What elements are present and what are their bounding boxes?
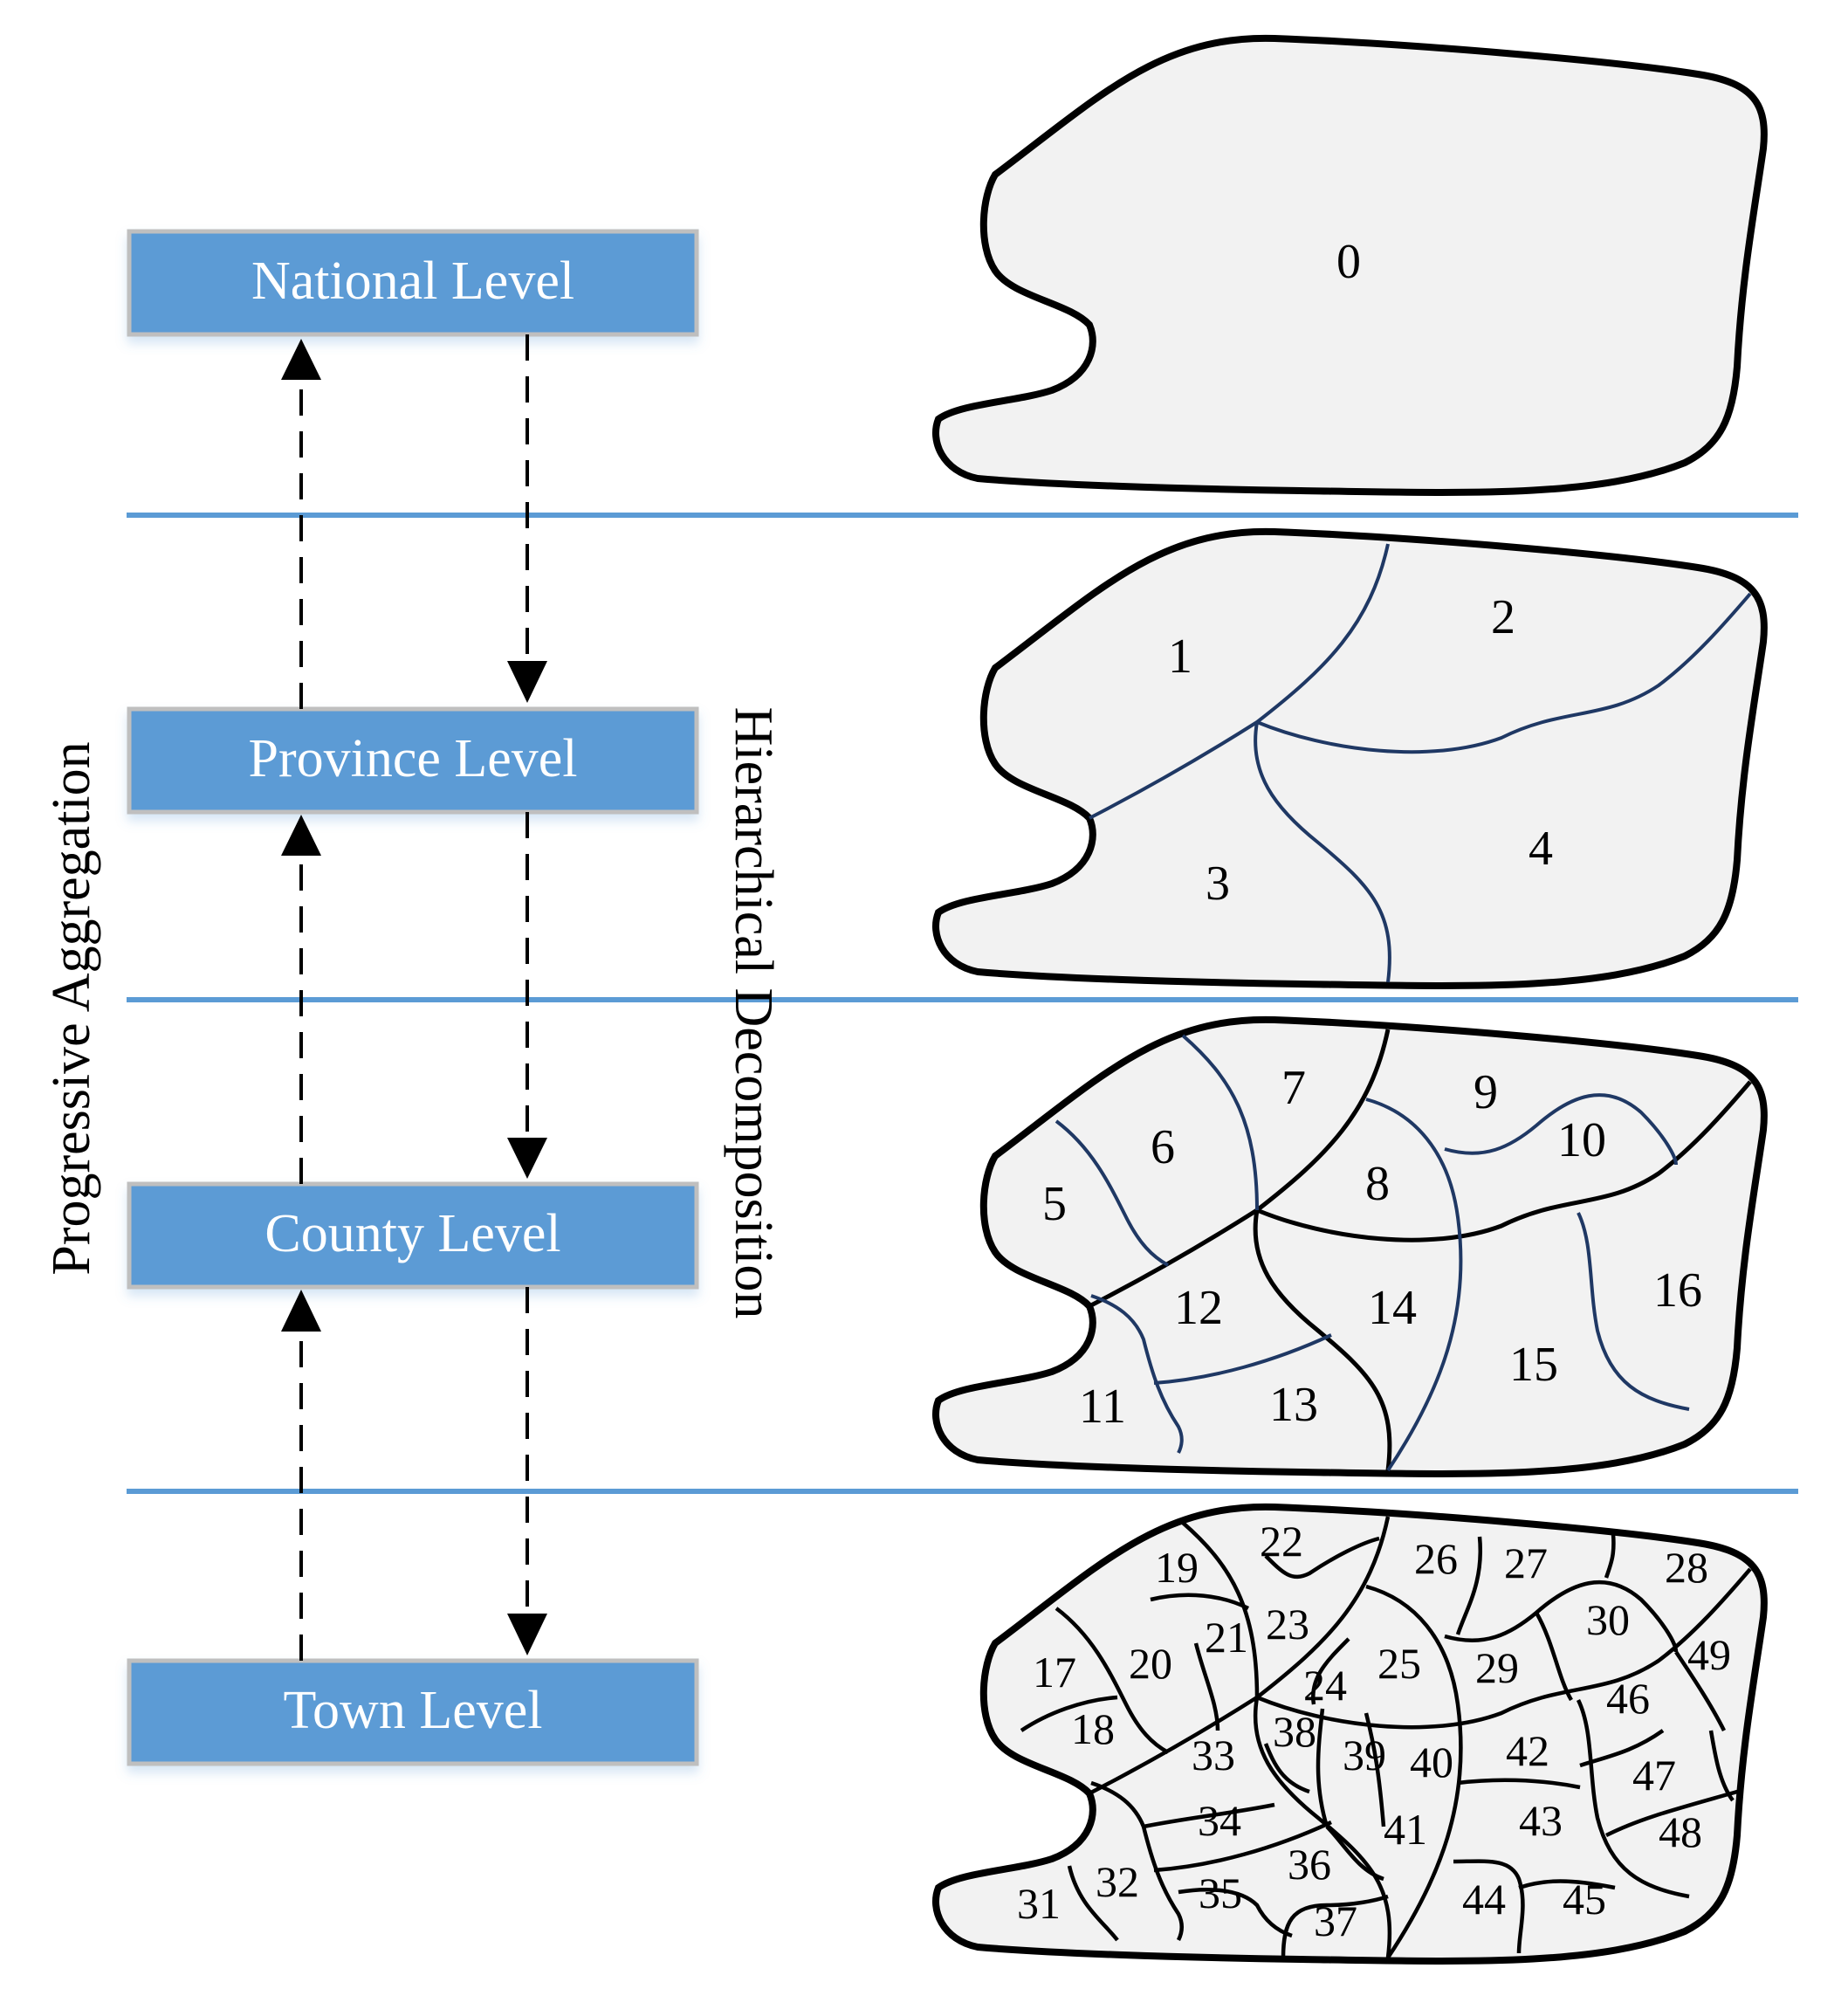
region-label: 1 <box>1168 630 1192 684</box>
region-label: 24 <box>1303 1661 1347 1710</box>
region-label: 6 <box>1151 1120 1175 1174</box>
county-map: 5 6 7 8 9 10 11 12 13 14 15 16 <box>936 1020 1764 1474</box>
region-label: 27 <box>1504 1538 1548 1587</box>
region-label: 40 <box>1410 1738 1453 1786</box>
region-label: 47 <box>1632 1751 1676 1800</box>
town-borders <box>1020 1516 1752 1959</box>
region-label: 48 <box>1659 1807 1702 1856</box>
region-label: 3 <box>1206 857 1230 911</box>
region-label: 38 <box>1273 1707 1316 1756</box>
level-box-county: County Level <box>127 1181 699 1290</box>
region-label: 42 <box>1506 1726 1549 1775</box>
level-label: Province Level <box>248 729 577 788</box>
region-label: 34 <box>1198 1796 1241 1845</box>
town-map: 19 22 17 20 21 23 18 24 25 26 27 28 29 3… <box>936 1507 1764 1961</box>
region-label: 21 <box>1205 1613 1248 1662</box>
down-arrowhead <box>507 661 547 703</box>
level-label: Town Level <box>284 1681 543 1740</box>
up-arrowhead <box>281 815 321 856</box>
region-label: 30 <box>1586 1595 1630 1644</box>
region-label: 16 <box>1653 1263 1702 1318</box>
down-arrowhead <box>507 1614 547 1655</box>
progressive-aggregation-label: Progressive Aggregation <box>42 741 101 1275</box>
hierarchical-decomposition-label: Hierarchical Decomposition <box>724 707 783 1319</box>
region-label: 7 <box>1281 1061 1306 1115</box>
region-label: 17 <box>1033 1648 1076 1696</box>
region-label: 11 <box>1079 1380 1126 1434</box>
region-label: 19 <box>1155 1543 1199 1592</box>
region-label: 26 <box>1414 1534 1458 1583</box>
region-label: 8 <box>1365 1157 1390 1211</box>
region-label: 18 <box>1071 1704 1115 1753</box>
region-label: 25 <box>1377 1639 1421 1688</box>
region-label: 4 <box>1529 822 1553 876</box>
up-arrowheads <box>281 339 321 1332</box>
region-label: 45 <box>1563 1875 1606 1924</box>
up-arrowhead <box>281 1290 321 1332</box>
level-label: County Level <box>264 1204 560 1263</box>
province-borders <box>1089 543 1752 983</box>
region-label: 28 <box>1665 1543 1708 1592</box>
region-label: 13 <box>1269 1378 1318 1432</box>
region-label: 20 <box>1129 1639 1172 1688</box>
region-label: 23 <box>1266 1600 1309 1648</box>
region-label: 14 <box>1368 1281 1417 1335</box>
region-label: 29 <box>1475 1643 1519 1692</box>
level-label: National Level <box>251 251 574 311</box>
region-label: 39 <box>1343 1731 1386 1779</box>
region-label: 12 <box>1174 1281 1223 1335</box>
province-map: 1 2 3 4 <box>936 532 1764 986</box>
region-label: 35 <box>1199 1869 1242 1917</box>
region-label: 37 <box>1314 1896 1357 1945</box>
region-label: 32 <box>1096 1857 1139 1906</box>
down-arrowheads <box>507 661 547 1655</box>
region-label: 15 <box>1509 1338 1558 1392</box>
up-arrowhead <box>281 339 321 380</box>
region-label: 31 <box>1017 1879 1061 1928</box>
level-box-province: Province Level <box>127 706 699 815</box>
region-label: 10 <box>1557 1113 1606 1167</box>
region-label: 9 <box>1474 1065 1498 1119</box>
region-label: 33 <box>1192 1731 1235 1779</box>
region-label: 49 <box>1687 1630 1731 1679</box>
region-label: 46 <box>1606 1674 1650 1723</box>
region-label: 2 <box>1491 590 1515 644</box>
region-label: 41 <box>1384 1805 1427 1854</box>
down-arrowhead <box>507 1138 547 1179</box>
region-label: 43 <box>1519 1796 1563 1845</box>
level-box-town: Town Level <box>127 1658 699 1766</box>
county-borders <box>1055 1034 1690 1472</box>
region-label: 5 <box>1042 1177 1067 1231</box>
region-label: 22 <box>1260 1517 1303 1566</box>
level-box-national: National Level <box>127 229 699 337</box>
region-label: 44 <box>1462 1875 1506 1924</box>
region-label: 36 <box>1288 1840 1331 1889</box>
national-map: 0 <box>936 38 1764 492</box>
region-label: 0 <box>1336 235 1361 289</box>
